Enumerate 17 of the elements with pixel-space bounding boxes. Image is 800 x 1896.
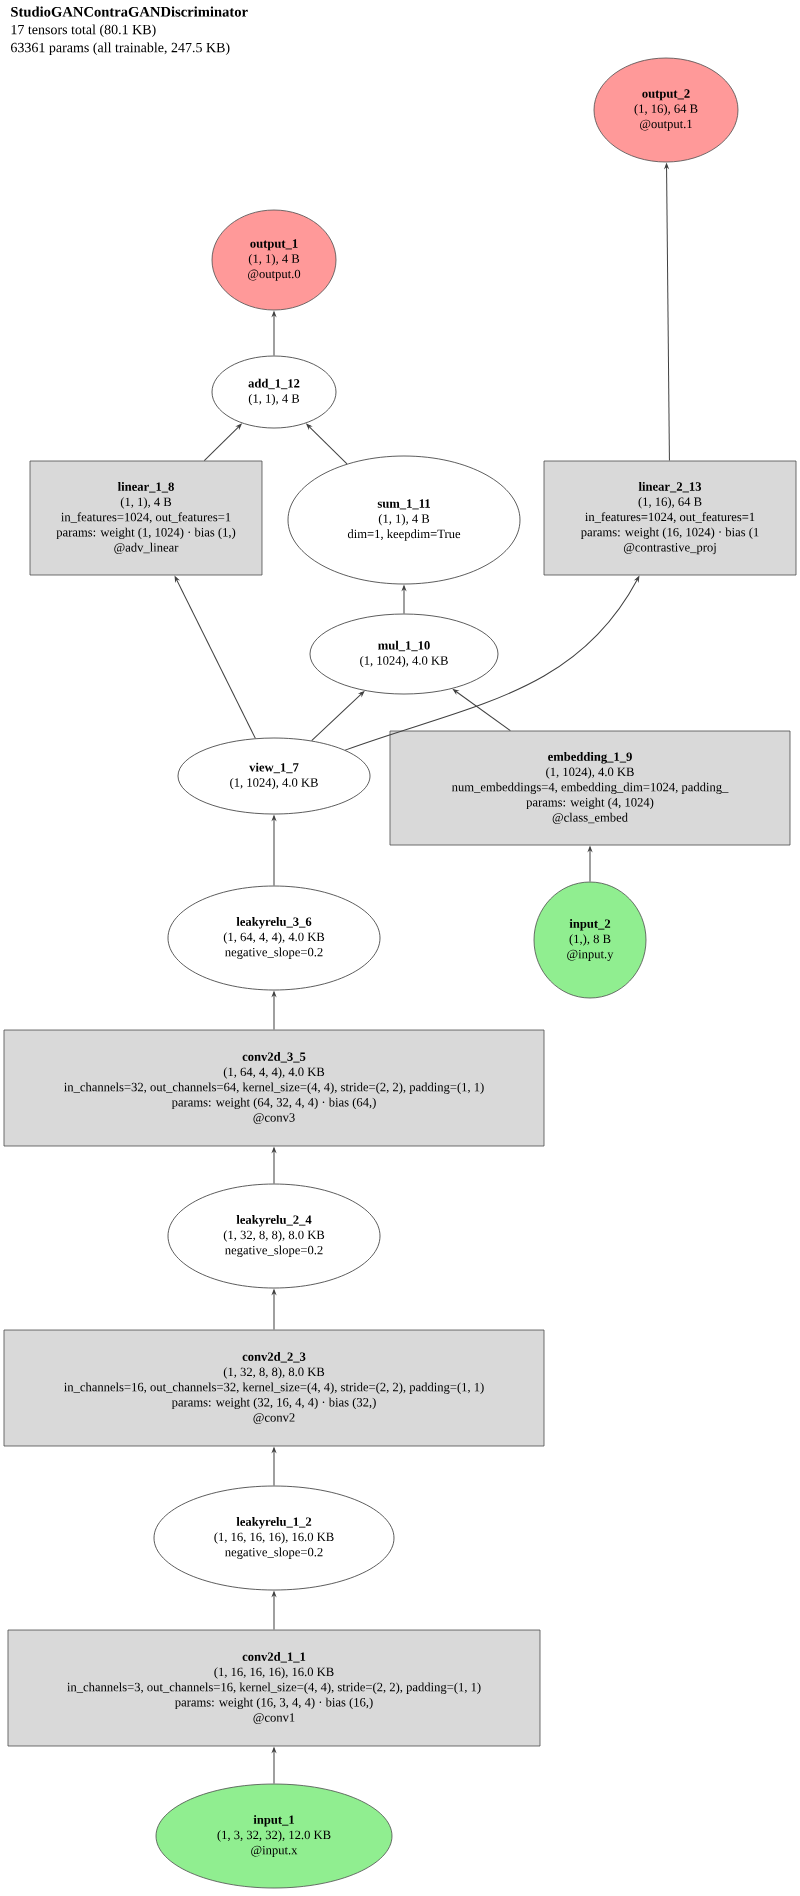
arrow: [588, 846, 592, 883]
arrow: [174, 576, 256, 739]
arrow: [272, 1147, 276, 1185]
arrow: [272, 1591, 276, 1631]
arrow: [272, 815, 276, 887]
arrow: [272, 991, 276, 1031]
arrow: [344, 576, 640, 751]
arrow: [306, 423, 348, 465]
arrow: [272, 1289, 276, 1331]
arrow: [203, 423, 242, 462]
arrow: [664, 163, 670, 462]
arrow: [272, 311, 276, 357]
arrow: [402, 585, 406, 615]
arrow: [272, 1747, 276, 1785]
arrow: [452, 689, 511, 732]
arrow: [272, 1447, 276, 1487]
arrow: [311, 691, 365, 742]
